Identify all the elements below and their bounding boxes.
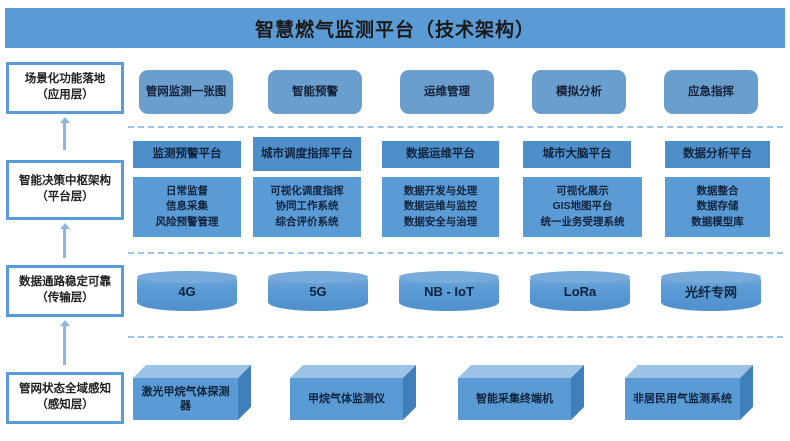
perception-label-methane-monitor: 甲烷气体监测仪 <box>290 378 403 420</box>
layer-label-platform: 智能决策中枢架构（平台层） <box>6 160 124 220</box>
transmission-item-fiber-network[interactable]: 光纤专网 <box>661 271 761 311</box>
cylinder-top-cap <box>399 271 499 283</box>
platform-items-city-brain: 可视化展示 GIS地图平台 统一业务受理系统 <box>523 177 642 237</box>
platform-title-data-analysis[interactable]: 数据分析平台 <box>665 141 770 168</box>
page-title: 智慧燃气监测平台（技术架构） <box>5 8 785 48</box>
layer-label-perception-text: 管网状态全域感知（感知层） <box>9 375 121 421</box>
layer-label-perception: 管网状态全域感知（感知层） <box>6 372 124 424</box>
platform-items-data-analysis: 数据整合 数据存储 数据模型库 <box>665 177 770 237</box>
transmission-item-nb-iot[interactable]: NB - IoT <box>399 271 499 311</box>
platform-title-monitoring[interactable]: 监测预警平台 <box>133 141 241 168</box>
layer-label-application-text: 场景化功能落地 （应用层） <box>9 65 121 111</box>
app-item-ops-management[interactable]: 运维管理 <box>400 70 494 114</box>
layer-label-platform-text: 智能决策中枢架构（平台层） <box>9 163 121 217</box>
connector-arrow-platform <box>59 223 70 258</box>
layer-separator-1 <box>128 126 783 128</box>
perception-item-nonresidential-gas-monitoring[interactable]: 非居民用气监测系统 <box>625 365 753 420</box>
platform-title-data-ops[interactable]: 数据运维平台 <box>382 141 499 168</box>
layer-label-transmission-text: 数据通路稳定可靠（传输层） <box>9 268 121 314</box>
platform-title-city-brain[interactable]: 城市大脑平台 <box>523 141 631 168</box>
perception-label-nonresidential-gas-monitoring: 非居民用气监测系统 <box>625 378 740 420</box>
layer-separator-2 <box>128 252 783 254</box>
layer-label-transmission: 数据通路稳定可靠（传输层） <box>6 265 124 317</box>
app-item-simulation-analysis[interactable]: 模拟分析 <box>532 70 626 114</box>
layer-separator-3 <box>128 336 783 338</box>
transmission-item-5g[interactable]: 5G <box>268 271 368 311</box>
perception-label-smart-terminal: 智能采集终端机 <box>458 378 571 420</box>
perception-item-smart-terminal[interactable]: 智能采集终端机 <box>458 365 584 420</box>
app-item-pipeline-map[interactable]: 管网监测一张图 <box>139 70 233 114</box>
cylinder-top-cap <box>530 271 630 283</box>
cylinder-top-cap <box>661 271 761 283</box>
cylinder-top-cap <box>137 271 237 283</box>
platform-items-data-ops: 数据开发与处理 数据运维与监控 数据安全与治理 <box>382 177 499 237</box>
layer-label-application: 场景化功能落地 （应用层） <box>6 62 124 114</box>
app-item-smart-alert[interactable]: 智能预警 <box>268 70 362 114</box>
platform-title-city-dispatch[interactable]: 城市调度指挥平台 <box>253 137 361 171</box>
cylinder-top-cap <box>268 271 368 283</box>
platform-items-city-dispatch: 可视化调度指挥 协同工作系统 综合评价系统 <box>253 177 361 237</box>
app-item-emergency-command[interactable]: 应急指挥 <box>664 70 758 114</box>
platform-items-monitoring: 日常监督 信息采集 风险预警管理 <box>133 177 241 237</box>
transmission-item-lora[interactable]: LoRa <box>530 271 630 311</box>
connector-arrow-application <box>59 117 70 150</box>
perception-label-laser-methane-detector: 激光甲烷气体探测器 <box>133 378 238 420</box>
transmission-item-4g[interactable]: 4G <box>137 271 237 311</box>
connector-arrow-transmission <box>59 320 70 365</box>
perception-item-laser-methane-detector[interactable]: 激光甲烷气体探测器 <box>133 365 251 420</box>
perception-item-methane-monitor[interactable]: 甲烷气体监测仪 <box>290 365 416 420</box>
